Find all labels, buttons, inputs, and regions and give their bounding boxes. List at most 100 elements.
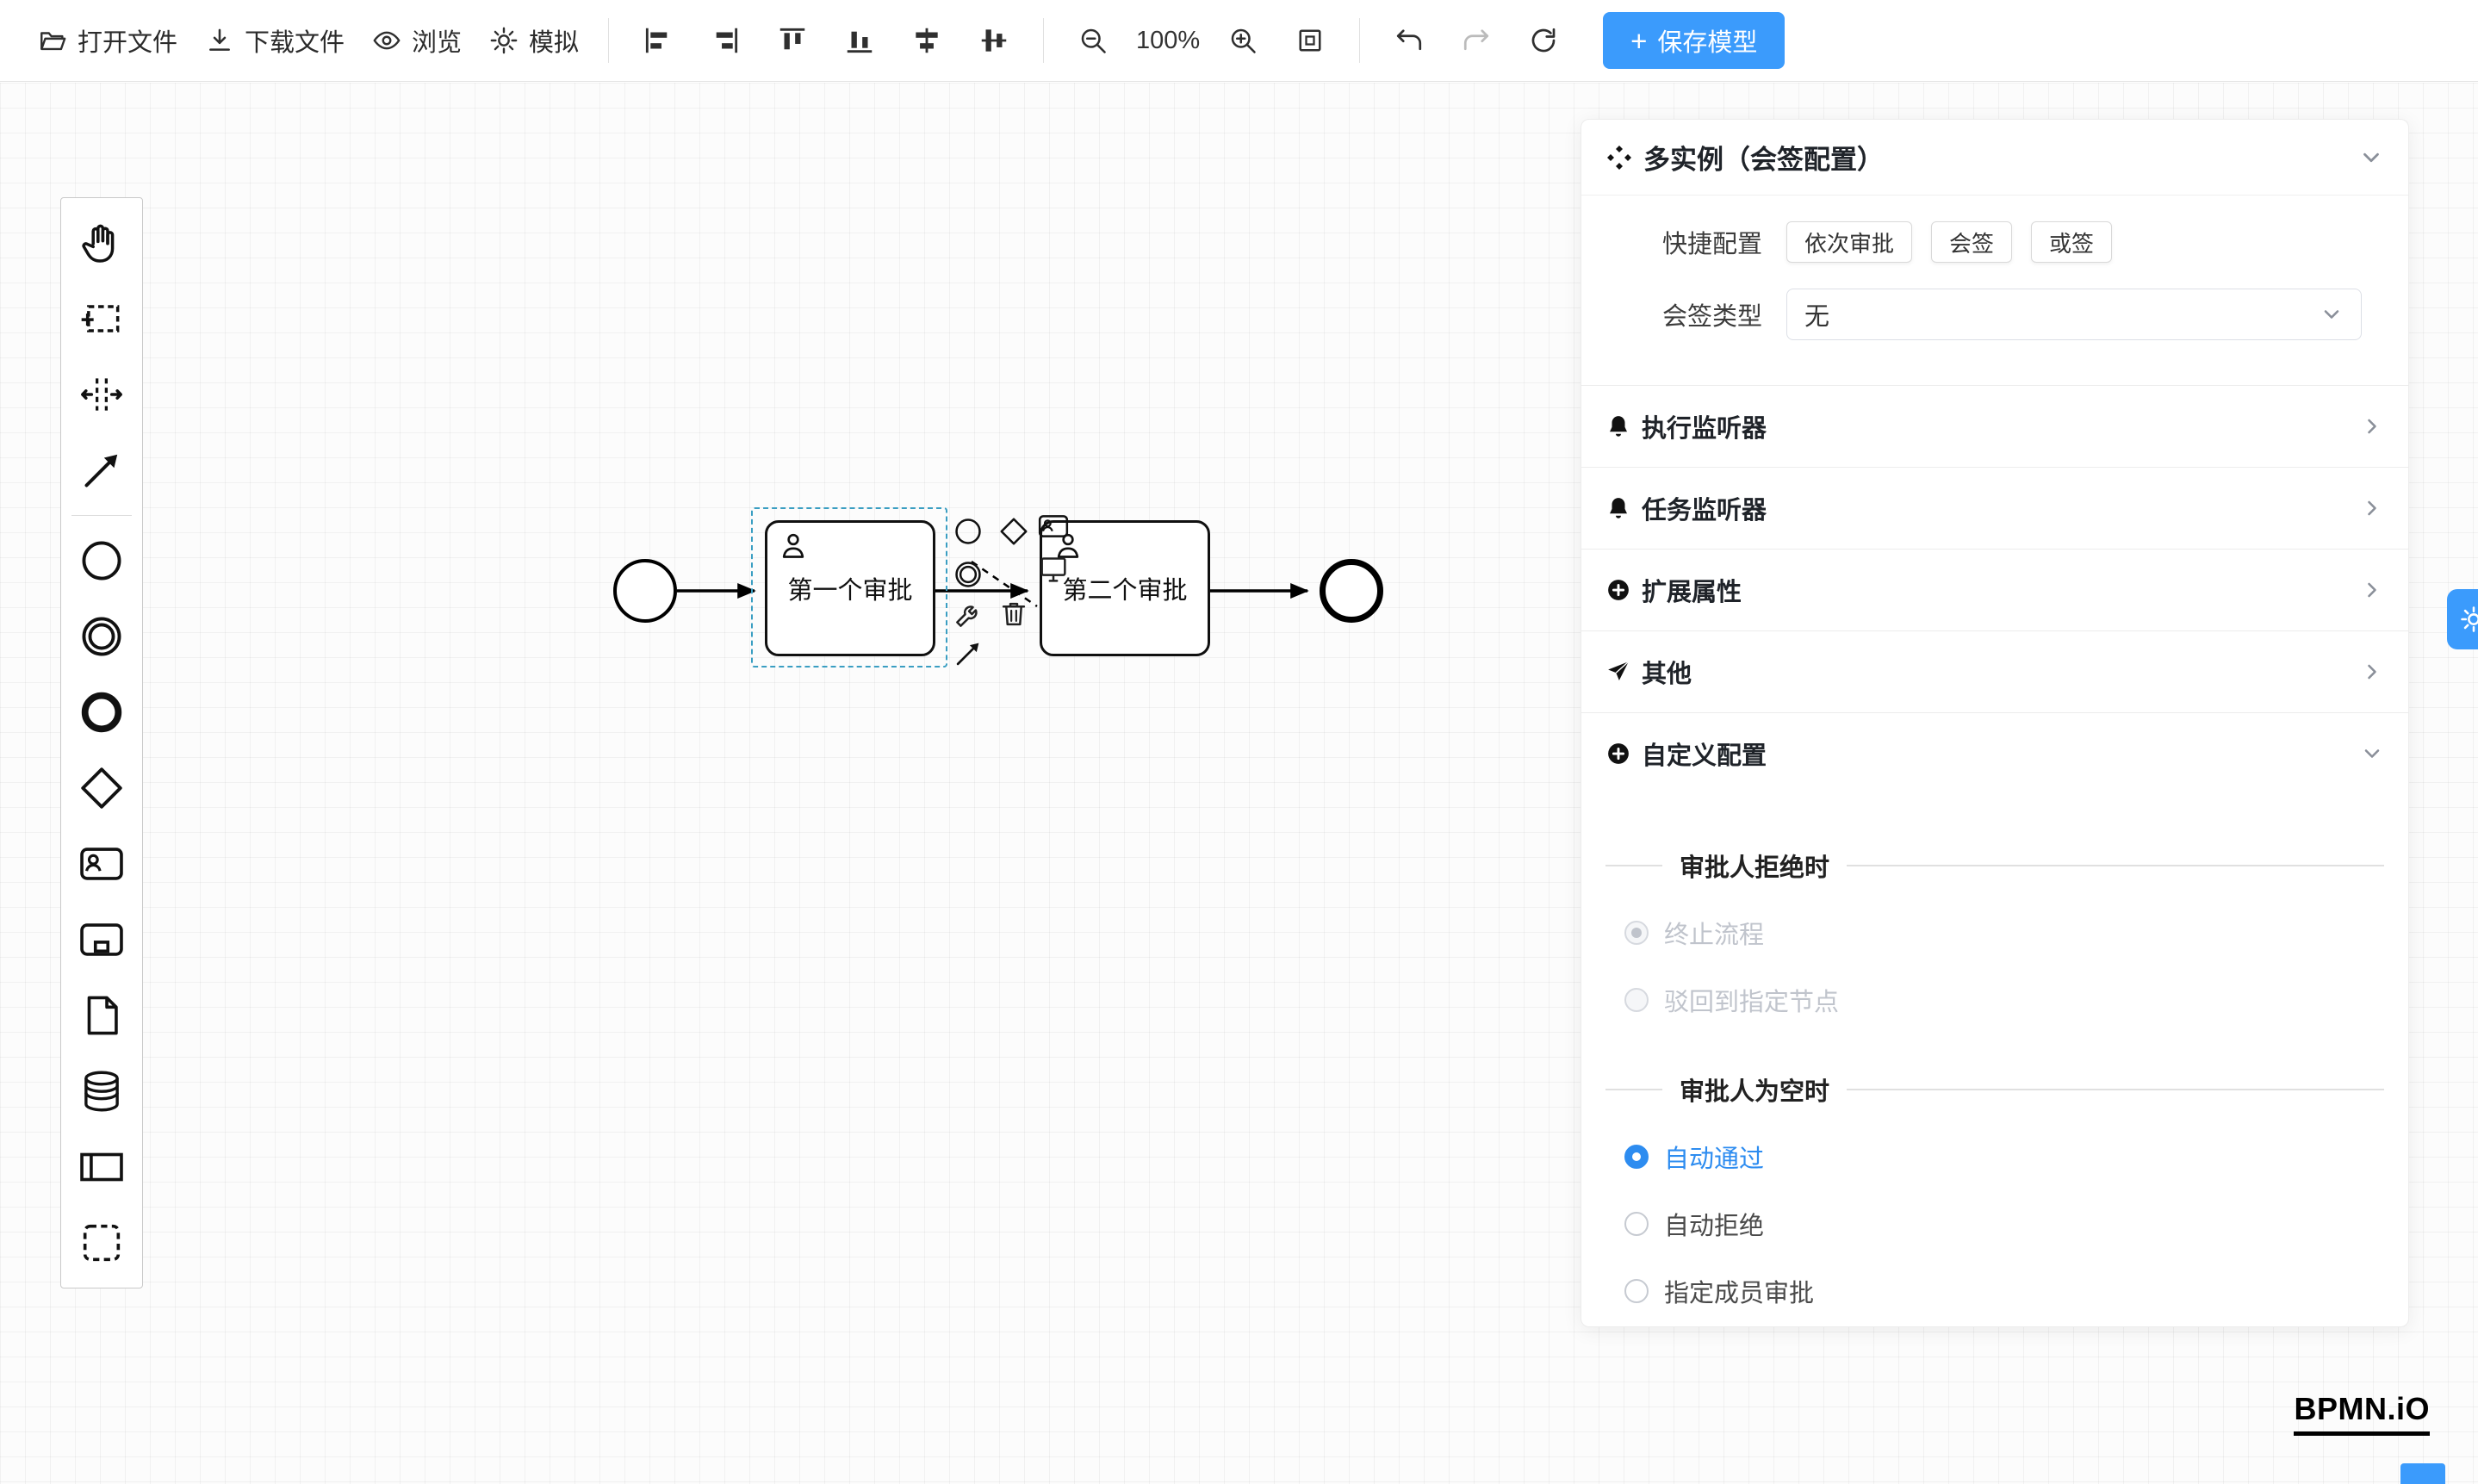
divider-line (1605, 865, 1662, 866)
hand-icon (78, 219, 126, 267)
fit-viewport-icon (1295, 25, 1326, 56)
context-pad-append-event[interactable] (950, 513, 986, 550)
chevron-down-icon (2358, 145, 2384, 171)
align-bottom-icon (843, 24, 876, 57)
lasso-tool[interactable] (65, 281, 139, 357)
open-file-button[interactable]: 打开文件 (24, 14, 191, 67)
chevron-down-icon (2360, 742, 2384, 766)
radio-label: 终止流程 (1664, 922, 1765, 949)
zoom-in-icon (1227, 25, 1258, 56)
context-pad-delete[interactable] (996, 596, 1032, 632)
context-pad-connect[interactable] (950, 636, 986, 672)
section-other[interactable]: 其他 (1581, 630, 2408, 712)
wrench-icon (952, 598, 984, 630)
end-event-icon (77, 687, 127, 737)
section-custom-config[interactable]: 自定义配置 (1581, 712, 2408, 794)
radio-icon (1624, 1212, 1649, 1236)
create-participant[interactable] (65, 1129, 139, 1205)
quick-option-countersign[interactable]: 会签 (1931, 221, 2013, 263)
radio-label: 驳回到指定节点 (1664, 989, 1840, 1016)
download-file-button[interactable]: 下载文件 (191, 14, 358, 67)
trash-icon (997, 598, 1030, 630)
simulate-button[interactable]: 模拟 (475, 14, 593, 67)
create-group[interactable] (65, 1205, 139, 1281)
section-task-listener[interactable]: 任务监听器 (1581, 467, 2408, 549)
context-pad-preview-screen[interactable] (1035, 551, 1071, 587)
context-pad-append-intermediate-event[interactable] (950, 556, 986, 593)
restart-button[interactable] (1518, 16, 1568, 65)
start-event-shape[interactable] (613, 559, 677, 623)
folder-open-icon (38, 26, 67, 55)
start-event-icon (77, 536, 127, 586)
toolbar: 打开文件 下载文件 浏览 模拟 100% + 保存模型 (0, 0, 2478, 82)
chevron-down-icon (2320, 302, 2344, 326)
bell-icon (1605, 495, 1631, 521)
preview-button[interactable]: 浏览 (358, 14, 475, 67)
bell-icon (1605, 413, 1631, 439)
align-vcenter-icon (978, 24, 1010, 57)
sign-type-select[interactable]: 无 (1786, 289, 2362, 340)
task-label: 第二个审批 (1062, 577, 1188, 605)
reject-section-title-row: 审批人拒绝时 (1605, 848, 2384, 884)
radio-return-to-node[interactable]: 驳回到指定节点 (1624, 982, 2384, 1018)
append-intermediate-event-icon (952, 558, 984, 591)
context-pad-append-user-task[interactable] (1035, 508, 1071, 544)
zoom-in-button[interactable] (1218, 16, 1268, 65)
align-hcenter-button[interactable] (902, 16, 952, 65)
sign-type-row: 会签类型 无 (1605, 289, 2384, 340)
append-event-icon (952, 515, 984, 548)
end-event-shape[interactable] (1320, 559, 1383, 623)
space-tool[interactable] (65, 357, 139, 432)
task-second-approval[interactable]: 第二个审批 (1040, 520, 1210, 656)
gear-icon (2459, 605, 2478, 634)
section-extended-properties[interactable]: 扩展属性 (1581, 549, 2408, 630)
align-vcenter-button[interactable] (969, 16, 1019, 65)
create-data-object[interactable] (65, 978, 139, 1053)
divider-line (1847, 865, 2384, 866)
undo-button[interactable] (1384, 16, 1434, 65)
download-icon (205, 26, 234, 55)
zoom-fit-button[interactable] (1285, 16, 1335, 65)
create-end-event[interactable] (65, 674, 139, 750)
create-call-activity[interactable] (65, 902, 139, 978)
align-left-icon (642, 24, 674, 57)
save-model-button[interactable]: + 保存模型 (1603, 12, 1786, 69)
zoom-out-button[interactable] (1068, 16, 1118, 65)
radio-label: 自动通过 (1664, 1146, 1765, 1173)
create-intermediate-event[interactable] (65, 599, 139, 674)
gateway-icon (77, 763, 127, 813)
radio-auto-pass[interactable]: 自动通过 (1624, 1139, 2384, 1175)
task-first-approval[interactable]: 第一个审批 (765, 520, 935, 656)
quick-option-orsign[interactable]: 或签 (2031, 221, 2113, 263)
section-label: 任务监听器 (1642, 497, 1767, 525)
create-gateway[interactable] (65, 750, 139, 826)
connect-arrow-icon (78, 446, 126, 494)
align-bottom-button[interactable] (835, 16, 885, 65)
palette (60, 197, 143, 1288)
context-pad-append-gateway[interactable] (996, 513, 1032, 550)
download-file-label: 下载文件 (245, 29, 345, 57)
radio-auto-reject[interactable]: 自动拒绝 (1624, 1206, 2384, 1242)
align-left-button[interactable] (633, 16, 683, 65)
panel-header-multi-instance[interactable]: 多实例（会签配置） (1581, 120, 2408, 196)
radio-terminate-process[interactable]: 终止流程 (1624, 915, 2384, 951)
create-start-event[interactable] (65, 523, 139, 599)
radio-designated-member[interactable]: 指定成员审批 (1624, 1273, 2384, 1309)
align-top-button[interactable] (767, 16, 817, 65)
global-connect-tool[interactable] (65, 432, 139, 508)
chevron-right-icon (2360, 578, 2384, 602)
radio-icon (1624, 1145, 1649, 1169)
align-right-button[interactable] (700, 16, 750, 65)
hand-tool[interactable] (65, 205, 139, 281)
preview-label: 浏览 (412, 29, 463, 57)
create-data-store[interactable] (65, 1053, 139, 1129)
redo-button[interactable] (1451, 16, 1501, 65)
quick-option-sequential[interactable]: 依次审批 (1786, 221, 1913, 263)
append-user-task-icon (1036, 509, 1071, 543)
section-execution-listener[interactable]: 执行监听器 (1581, 385, 2408, 467)
bpmn-io-logo[interactable]: BPMN.iO (2294, 1391, 2430, 1436)
create-user-task[interactable] (65, 826, 139, 902)
section-label: 执行监听器 (1642, 415, 1767, 443)
panel-toggle-tab[interactable] (2447, 589, 2478, 649)
context-pad-replace[interactable] (950, 596, 986, 632)
